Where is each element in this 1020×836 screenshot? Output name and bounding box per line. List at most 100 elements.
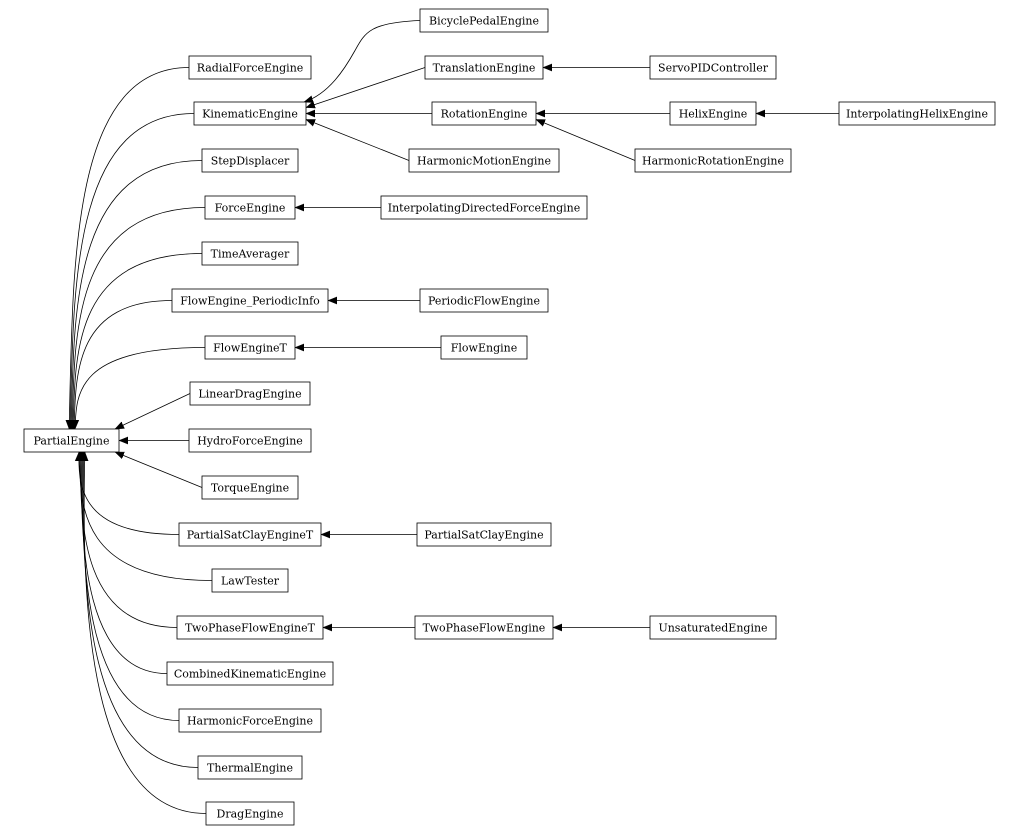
node-label: UnsaturatedEngine (658, 622, 767, 635)
node-label: FlowEngineT (213, 342, 287, 355)
node-DragEngine[interactable]: DragEngine (205, 801, 295, 826)
node-label: DragEngine (217, 808, 284, 821)
edge-HarmonicMotionEngine-to-KinematicEngine (306, 119, 410, 161)
node-KinematicEngine[interactable]: KinematicEngine (193, 101, 307, 126)
node-FlowEngine_PeriodicInfo[interactable]: FlowEngine_PeriodicInfo (171, 288, 329, 313)
edge-PartialSatClayEngineT-to-PartialEngine (79, 452, 180, 535)
edge-LawTester-to-PartialEngine (80, 452, 213, 581)
node-label: TimeAverager (211, 248, 290, 261)
node-box (201, 241, 299, 266)
node-box (176, 615, 324, 640)
node-HarmonicMotionEngine[interactable]: HarmonicMotionEngine (408, 148, 560, 173)
node-label: TorqueEngine (211, 482, 289, 495)
edge-FlowEngine_PeriodicInfo-to-PartialEngine (74, 300, 173, 430)
node-box (380, 195, 588, 220)
node-label: ThermalEngine (207, 762, 293, 775)
edge-HarmonicRotationEngine-to-RotationEngine (536, 119, 636, 161)
node-box (634, 148, 792, 173)
edge-TwoPhaseFlowEngineT-to-PartialEngine (81, 452, 178, 628)
node-box (838, 101, 996, 126)
node-PartialEngine[interactable]: PartialEngine (23, 428, 120, 453)
node-label: TranslationEngine (433, 62, 536, 75)
edge-TranslationEngine-to-KinematicEngine (306, 67, 426, 108)
edge-StepDisplacer-to-PartialEngine (71, 160, 203, 430)
node-label: RotationEngine (441, 108, 528, 121)
node-box (178, 522, 322, 547)
node-box (189, 381, 311, 406)
node-HydroForceEngine[interactable]: HydroForceEngine (188, 428, 312, 453)
node-ServoPIDController[interactable]: ServoPIDController (649, 55, 777, 80)
node-box (649, 615, 777, 640)
edge-BicyclePedalEngine-to-KinematicEngine (304, 20, 421, 103)
node-box (171, 288, 329, 313)
node-RadialForceEngine[interactable]: RadialForceEngine (188, 55, 312, 80)
node-label: HarmonicMotionEngine (417, 155, 551, 168)
edge-ThermalEngine-to-PartialEngine (83, 452, 199, 768)
node-HelixEngine[interactable]: HelixEngine (669, 101, 757, 126)
edge-DragEngine-to-PartialEngine (84, 452, 207, 814)
node-ForceEngine[interactable]: ForceEngine (204, 195, 296, 220)
node-UnsaturatedEngine[interactable]: UnsaturatedEngine (649, 615, 777, 640)
node-box (416, 522, 552, 547)
node-box (197, 755, 303, 780)
edge-FlowEngineT-to-PartialEngine (75, 347, 206, 430)
edge-TimeAverager-to-PartialEngine (73, 253, 203, 430)
node-box (669, 101, 757, 126)
node-HarmonicForceEngine[interactable]: HarmonicForceEngine (178, 708, 322, 733)
node-LawTester[interactable]: LawTester (211, 568, 289, 593)
edge-TorqueEngine-to-PartialEngine (115, 451, 203, 488)
node-TwoPhaseFlowEngine[interactable]: TwoPhaseFlowEngine (414, 615, 554, 640)
node-PartialSatClayEngine[interactable]: PartialSatClayEngine (416, 522, 552, 547)
node-TwoPhaseFlowEngineT[interactable]: TwoPhaseFlowEngineT (176, 615, 324, 640)
node-label: LinearDragEngine (198, 388, 301, 401)
edge-KinematicEngine-to-PartialEngine (70, 113, 195, 430)
node-label: PartialEngine (33, 435, 109, 448)
node-PeriodicFlowEngine[interactable]: PeriodicFlowEngine (419, 288, 549, 313)
node-PartialSatClayEngineT[interactable]: PartialSatClayEngineT (178, 522, 322, 547)
node-label: StepDisplacer (211, 155, 290, 168)
node-TranslationEngine[interactable]: TranslationEngine (424, 55, 544, 80)
node-RotationEngine[interactable]: RotationEngine (431, 101, 537, 126)
node-box (205, 801, 295, 826)
node-box (23, 428, 120, 453)
node-TimeAverager[interactable]: TimeAverager (201, 241, 299, 266)
node-box (414, 615, 554, 640)
node-InterpolatingHelixEngine[interactable]: InterpolatingHelixEngine (838, 101, 996, 126)
node-label: KinematicEngine (202, 108, 298, 121)
node-InterpolatingDirectedForceEngine[interactable]: InterpolatingDirectedForceEngine (380, 195, 588, 220)
node-box (440, 335, 528, 360)
edge-RadialForceEngine-to-PartialEngine (69, 67, 190, 430)
node-LinearDragEngine[interactable]: LinearDragEngine (189, 381, 311, 406)
node-box (419, 8, 549, 33)
node-box (649, 55, 777, 80)
node-box (431, 101, 537, 126)
node-label: HydroForceEngine (197, 435, 303, 448)
node-ThermalEngine[interactable]: ThermalEngine (197, 755, 303, 780)
node-FlowEngine[interactable]: FlowEngine (440, 335, 528, 360)
node-label: FlowEngine_PeriodicInfo (180, 295, 320, 308)
node-BicyclePedalEngine[interactable]: BicyclePedalEngine (419, 8, 549, 33)
node-label: ForceEngine (215, 202, 286, 215)
node-box (201, 475, 299, 500)
node-TorqueEngine[interactable]: TorqueEngine (201, 475, 299, 500)
node-CombinedKinematicEngine[interactable]: CombinedKinematicEngine (166, 661, 334, 686)
node-box (204, 335, 296, 360)
edge-HarmonicForceEngine-to-PartialEngine (82, 452, 180, 721)
node-box (408, 148, 560, 173)
node-HarmonicRotationEngine[interactable]: HarmonicRotationEngine (634, 148, 792, 173)
node-box (204, 195, 296, 220)
node-FlowEngineT[interactable]: FlowEngineT (204, 335, 296, 360)
node-label: RadialForceEngine (197, 62, 304, 75)
node-label: TwoPhaseFlowEngine (423, 622, 546, 635)
node-box (193, 101, 307, 126)
node-StepDisplacer[interactable]: StepDisplacer (201, 148, 299, 173)
node-label: InterpolatingDirectedForceEngine (388, 202, 581, 215)
node-box (166, 661, 334, 686)
node-label: FlowEngine (451, 342, 517, 355)
node-label: PeriodicFlowEngine (428, 295, 540, 308)
node-box (178, 708, 322, 733)
node-label: PartialSatClayEngineT (187, 529, 314, 542)
node-label: CombinedKinematicEngine (174, 668, 326, 681)
node-box (424, 55, 544, 80)
